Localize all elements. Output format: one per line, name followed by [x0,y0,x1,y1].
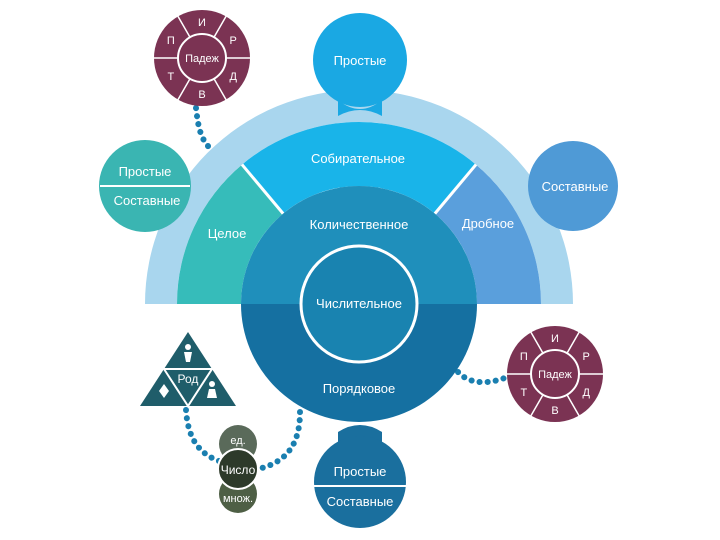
bubble-bottom: Простые Составные [314,425,406,528]
person-icon-top [184,344,192,362]
case-letter: П [520,351,528,363]
bubble-left-bottom-label: Составные [114,193,181,208]
diamond-icon [159,384,169,398]
case-wheel-center-label: Падеж [185,53,219,65]
number-label: Число [221,463,256,477]
ring-ordinal-label: Порядковое [323,381,396,396]
gender-triangle: Род [140,332,236,408]
sector-collective-label: Собирательное [311,151,405,166]
connector-right-wheel [455,369,515,386]
sector-fractional [434,164,541,304]
center-circle [299,244,419,364]
outer-arch [145,90,573,304]
bubble-bottom-top-label: Простые [334,464,387,479]
case-wheel-divider [566,394,580,416]
case-letter: И [198,17,206,29]
bubble-right: Составные [528,141,618,231]
connector-gender [183,407,225,465]
case-letter: И [551,333,559,345]
number-singular-label: ед. [230,435,245,447]
case-letter: Р [583,351,590,363]
case-wheel-divider [177,78,191,100]
number-plural-label: множ. [223,493,253,505]
bubble-left: Простые Составные [99,140,191,232]
bubble-top-label: Простые [334,53,387,68]
bubble-top: Простые [313,13,407,116]
case-wheel-divider [213,78,227,100]
ring-quantitative-label: Количественное [310,217,409,232]
number-stack: ед. Число множ. [217,425,259,513]
case-letter: Д [582,387,590,399]
case-wheel-divider [566,332,580,354]
case-letter: В [551,405,558,417]
case-letter: Р [230,35,237,47]
center-label: Числительное [316,296,402,311]
sector-divider [433,163,478,215]
gender-triangle-inner-lines [163,368,214,408]
case-letter: Т [167,71,174,83]
bubble-right-label: Составные [542,179,609,194]
case-letter: В [198,89,205,101]
case-wheel-center [177,33,227,83]
person-icon-right [207,381,217,398]
case-letter: П [167,35,175,47]
case-wheel-center-label: Падеж [538,369,572,381]
case-letter: Т [520,387,527,399]
case-wheel-divider [213,16,227,38]
case-wheel-top: Падеж И Р Д В Т П [154,10,250,106]
case-wheel-center [530,349,580,399]
sector-collective [242,121,476,214]
bubble-left-top-label: Простые [119,164,172,179]
case-wheel-divider [530,394,544,416]
bubble-bottom-bottom-label: Составные [327,494,394,509]
sector-whole-label: Целое [208,226,247,241]
case-wheel-right: Падеж И Р Д В Т П [507,326,603,422]
connector-lines [183,105,515,471]
sector-fractional-label: Дробное [462,216,514,231]
sector-divider [240,163,285,215]
sector-whole [177,164,284,304]
case-wheel-divider [177,16,191,38]
connector-top-wheel [193,105,215,153]
connector-number [259,409,303,471]
case-letter: Д [229,71,237,83]
case-wheel-divider [530,332,544,354]
bubble-top-neck [338,100,382,116]
gender-label: Род [178,372,199,386]
